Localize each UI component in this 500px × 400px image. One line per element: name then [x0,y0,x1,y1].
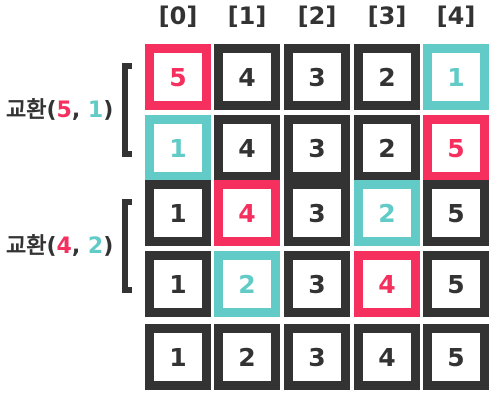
array-cell: 4 [214,44,280,110]
swap-label-2-a: 4 [56,234,72,259]
array-cell: 2 [354,180,420,246]
swap-label-1-sep: , [71,98,88,123]
swap-label-2: 교환(4, 2) [6,228,126,260]
array-cell: 4 [354,251,420,317]
array-cell: 5 [423,324,489,390]
index-label-0: [0] [158,2,198,30]
array-cell: 1 [145,324,211,390]
array-cell: 2 [354,44,420,110]
swap-bracket-1 [122,63,132,157]
swap-bracket-2 [122,199,132,293]
array-cell: 4 [354,324,420,390]
array-cell: 1 [145,115,211,181]
swap-label-1: 교환(5, 1) [6,92,126,124]
array-cell: 4 [214,115,280,181]
swap-label-1-suffix: ) [103,98,114,123]
index-label-4: [4] [436,2,476,30]
array-cell: 3 [284,44,350,110]
array-cell: 5 [423,180,489,246]
array-cell: 1 [145,180,211,246]
array-cell: 2 [214,251,280,317]
array-cell: 2 [214,324,280,390]
index-label-3: [3] [367,2,407,30]
array-cell: 5 [423,251,489,317]
array-cell: 1 [423,44,489,110]
array-cell: 5 [145,44,211,110]
array-cell: 1 [145,251,211,317]
array-cell: 3 [284,115,350,181]
array-row-4: 1 2 3 4 5 [0,251,500,317]
array-cell: 3 [284,324,350,390]
swap-label-2-suffix: ) [103,234,114,259]
swap-label-2-b: 2 [87,234,104,259]
array-row-2: 1 4 3 2 5 [0,115,500,181]
array-row-1: 5 4 3 2 1 [0,44,500,110]
swap-label-2-sep: , [71,234,88,259]
array-cell: 4 [214,180,280,246]
array-row-5: 1 2 3 4 5 [0,324,500,390]
swap-label-1-prefix: 교환( [6,98,57,123]
array-cell: 3 [284,180,350,246]
array-row-3: 1 4 3 2 5 [0,180,500,246]
swap-label-1-b: 1 [87,98,104,123]
swap-label-1-a: 5 [56,98,72,123]
index-label-1: [1] [227,2,267,30]
array-cell: 2 [354,115,420,181]
index-label-2: [2] [297,2,337,30]
array-cell: 5 [423,115,489,181]
swap-label-2-prefix: 교환( [6,234,57,259]
array-cell: 3 [284,251,350,317]
